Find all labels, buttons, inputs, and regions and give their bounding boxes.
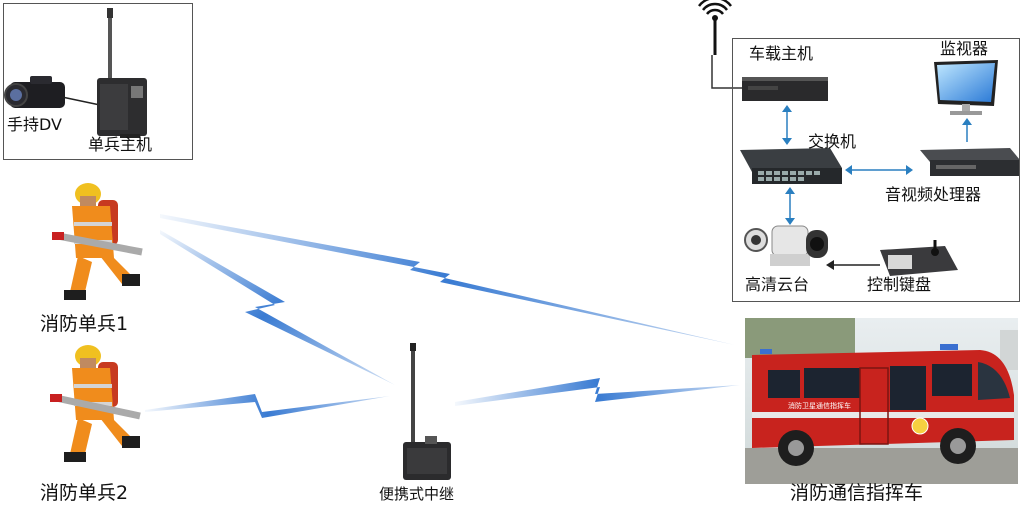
monitor-label: 监视器 (940, 39, 989, 58)
monitor-icon (934, 60, 998, 115)
switch-label: 交换机 (808, 132, 857, 151)
av-processor-label: 音视频处理器 (885, 185, 982, 204)
antenna-cable (711, 55, 745, 89)
antenna-icon (698, 0, 732, 55)
truck-label: 消防通信指挥车 (790, 482, 924, 504)
switch-icon (740, 148, 842, 184)
wireless-link-soldier1-relay (160, 230, 395, 385)
truck-side-text: 消防卫星通信指挥车 (788, 402, 851, 410)
wireless-link-soldier2-relay (145, 394, 390, 418)
wireless-link-soldier1-truck (160, 214, 735, 345)
handheld-dv-icon (4, 76, 65, 108)
firefighter2-figure (50, 345, 141, 462)
firefighter1-figure (52, 183, 143, 300)
ptz-camera-icon (744, 225, 828, 266)
handheld-dv-label: 手持DV (7, 115, 62, 134)
av-processor-icon (920, 148, 1020, 176)
portable-relay-icon (403, 343, 451, 480)
vehicle-equipment-box (732, 38, 1020, 302)
ptz-label: 高清云台 (745, 275, 810, 294)
soldier-host-label: 单兵主机 (88, 135, 153, 154)
vehicle-host-icon (742, 77, 828, 101)
soldier2-label: 消防单兵2 (40, 482, 129, 504)
control-keyboard-icon (880, 240, 958, 276)
relay-label: 便携式中继 (379, 485, 455, 503)
soldier1-label: 消防单兵1 (40, 313, 129, 335)
dv-cable (61, 96, 101, 106)
vehicle-host-label: 车载主机 (749, 44, 814, 63)
wireless-link-relay-truck (455, 378, 740, 406)
command-truck-illustration (745, 318, 1018, 484)
soldier-host-icon (97, 8, 147, 138)
keyboard-label: 控制键盘 (867, 275, 932, 294)
